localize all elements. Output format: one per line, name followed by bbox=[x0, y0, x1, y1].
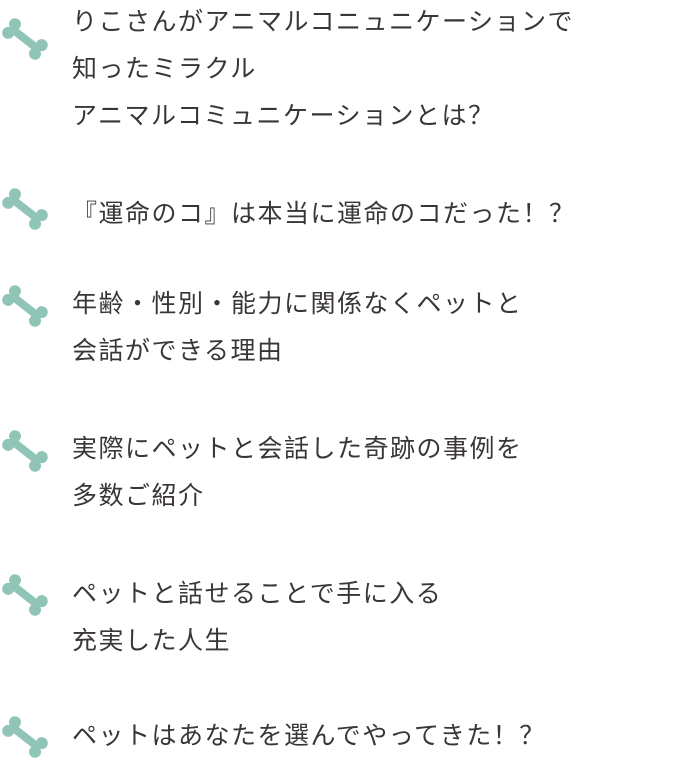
bone-icon-graphic bbox=[2, 574, 48, 616]
bone-icon bbox=[0, 17, 50, 61]
list-item-line: 実際にペットと会話した奇跡の事例を bbox=[72, 434, 523, 463]
list-item-line: ペットと話せることで手に入る bbox=[72, 579, 443, 608]
bone-icon-graphic bbox=[2, 430, 48, 472]
list-item-text: 年齢・性別・能力に関係なくペットと 会話ができる理由 bbox=[72, 280, 672, 374]
list-item-line: アニマルコミュニケーションとは？ bbox=[72, 101, 495, 130]
list-item-line: 『運命のコ』は本当に運命のコだった！？ bbox=[72, 199, 576, 228]
bone-icon bbox=[0, 187, 50, 231]
bone-icon-graphic bbox=[2, 188, 48, 230]
list-item-line: 多数ご紹介 bbox=[72, 481, 205, 510]
list-item-text: 『運命のコ』は本当に運命のコだった！？ bbox=[72, 190, 672, 237]
list-item-text: ペットはあなたを選んでやってきた！？ bbox=[72, 712, 672, 759]
list-item-line: ペットはあなたを選んでやってきた！？ bbox=[72, 721, 546, 750]
list-item-text: 実際にペットと会話した奇跡の事例を 多数ご紹介 bbox=[72, 425, 672, 519]
list-item-text: りこさんがアニマルコニュニケーションで 知ったミラクル アニマルコミュニケーショ… bbox=[72, 0, 672, 139]
list-item-text: ペットと話せることで手に入る 充実した人生 bbox=[72, 570, 672, 664]
list-item-line: 知ったミラクル bbox=[72, 54, 257, 83]
list-item-line: 年齢・性別・能力に関係なくペットと bbox=[72, 289, 523, 318]
bone-icon bbox=[0, 573, 50, 617]
bone-icon bbox=[0, 715, 50, 759]
list-item-line: 会話ができる理由 bbox=[72, 336, 284, 365]
bone-icon bbox=[0, 284, 50, 328]
bone-icon bbox=[0, 429, 50, 473]
list-item-line: 充実した人生 bbox=[72, 626, 232, 655]
bone-icon-graphic bbox=[2, 285, 48, 327]
bone-icon-graphic bbox=[2, 18, 48, 60]
bone-icon-graphic bbox=[2, 716, 48, 758]
list-item-line: りこさんがアニマルコニュニケーションで bbox=[72, 7, 575, 36]
